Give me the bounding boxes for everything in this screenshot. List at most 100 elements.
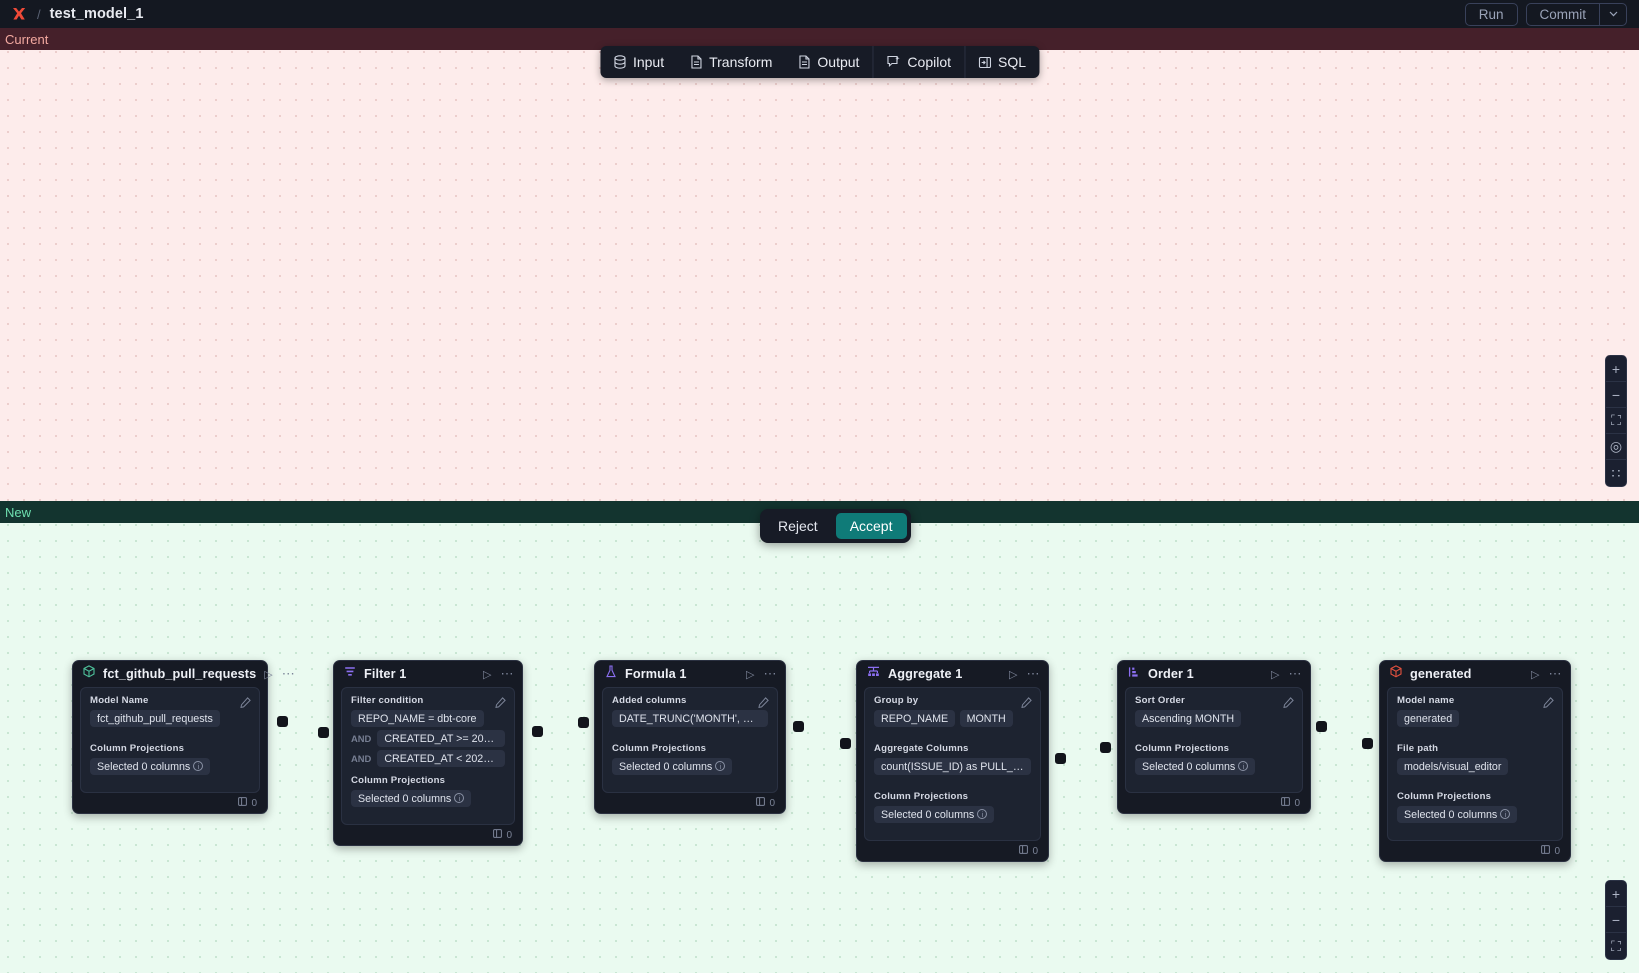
sql-panel-icon [978,56,991,69]
condition-chip[interactable]: CREATED_AT < 2025-03-01 [377,750,505,767]
toolbar-item-output[interactable]: Output [785,46,872,78]
node-header: Aggregate 1 ▷ ⋯ [857,661,1048,687]
connector-dot[interactable] [277,716,288,727]
node-body: Filter condition REPO_NAME = dbt-core AN… [341,687,515,825]
node-card-aggregate[interactable]: Aggregate 1 ▷ ⋯ Group by REPO_NAME MONTH… [856,660,1049,862]
group-by-chip[interactable]: REPO_NAME [874,710,956,727]
node-card-generated[interactable]: generated ▷ ⋯ Model name generated File … [1379,660,1571,862]
commit-button[interactable]: Commit [1525,2,1599,26]
run-node-icon[interactable]: ▷ [1531,668,1540,681]
commit-button-group: Commit [1525,2,1627,26]
edit-pencil-icon[interactable] [1021,695,1032,713]
aggregate-icon [867,665,880,683]
value-chip[interactable]: DATE_TRUNC('MONTH', CREATED_AT… [612,710,768,727]
section-label: File path [1397,743,1439,754]
run-node-icon[interactable]: ▷ [1271,668,1280,681]
connector-dot[interactable] [532,726,543,737]
node-header-actions: ▷ ⋯ [746,666,777,682]
node-footer: 0 [334,825,522,845]
edit-pencil-icon[interactable] [495,695,506,713]
connector-dot[interactable] [793,721,804,732]
edit-pencil-icon[interactable] [1283,695,1294,713]
value-chip[interactable]: fct_github_pull_requests [90,710,220,727]
info-icon[interactable]: i [977,808,988,819]
connector-dot[interactable] [318,727,329,738]
zoom-in-button[interactable]: + [1606,356,1626,382]
node-menu-icon[interactable]: ⋯ [1288,666,1302,681]
chevron-down-icon[interactable] [1599,2,1627,26]
info-icon[interactable]: i [715,760,726,771]
info-icon[interactable]: i [454,792,465,803]
file-path-chip[interactable]: models/visual_editor [1397,758,1509,775]
info-icon[interactable]: i [1238,760,1249,771]
toolbar-item-copilot[interactable]: Copilot [872,46,964,78]
condition-chip[interactable]: CREATED_AT >= 2024-12-01 [377,730,505,747]
aggregate-column-chip[interactable]: count(ISSUE_ID) as PULL_REQUEST_… [874,758,1031,775]
node-menu-icon[interactable]: ⋯ [763,666,777,681]
node-menu-icon[interactable]: ⋯ [1548,666,1562,681]
node-header-actions: ▷ ⋯ [264,666,295,682]
connector-dot[interactable] [1362,738,1373,749]
toolbar-item-transform-label: Transform [709,54,773,70]
document-icon [690,55,702,69]
zoom-in-button[interactable]: + [1606,881,1626,907]
model-name-chip[interactable]: generated [1397,710,1460,727]
database-icon [613,55,626,69]
run-node-icon[interactable]: ▷ [264,668,273,681]
node-body: Sort Order Ascending MONTH Column Projec… [1125,687,1303,793]
edit-pencil-icon[interactable] [1543,695,1554,713]
run-button[interactable]: Run [1464,2,1518,26]
xyz-logo-icon[interactable] [8,3,30,25]
node-menu-icon[interactable]: ⋯ [500,666,514,681]
node-card-formula[interactable]: Formula 1 ▷ ⋯ Added columns DATE_TRUNC('… [594,660,786,814]
edit-pencil-icon[interactable] [240,695,251,713]
toolbar-item-input[interactable]: Input [600,46,677,78]
document-icon [798,55,810,69]
connector-dot[interactable] [1055,753,1066,764]
connector-dot[interactable] [578,717,589,728]
run-node-icon[interactable]: ▷ [1009,668,1018,681]
condition-chip[interactable]: REPO_NAME = dbt-core [351,710,484,727]
run-node-icon[interactable]: ▷ [483,668,492,681]
pane-label-current: Current [0,28,1639,50]
column-projection-label: Selected 0 columns [1142,760,1236,773]
info-icon[interactable]: i [1500,808,1511,819]
node-row-count: 0 [506,829,512,841]
run-node-icon[interactable]: ▷ [746,668,755,681]
sort-order-chip[interactable]: Ascending MONTH [1135,710,1242,727]
node-footer: 0 [595,793,785,813]
node-card-order[interactable]: Order 1 ▷ ⋯ Sort Order Ascending MONTH C… [1117,660,1311,814]
zoom-out-button[interactable]: − [1606,382,1626,408]
node-card-filter[interactable]: Filter 1 ▷ ⋯ Filter condition REPO_NAME … [333,660,523,846]
fit-view-button[interactable]: ⛶ [1611,937,1621,954]
node-card-source[interactable]: fct_github_pull_requests ▷ ⋯ Model Name … [72,660,295,814]
edit-pencil-icon[interactable] [758,695,769,713]
fit-view-button[interactable]: ⛶ [1606,408,1626,434]
connector-dot[interactable] [840,738,851,749]
node-footer: 0 [857,841,1048,861]
canvas-current[interactable] [0,28,1639,501]
node-toolbar: Input Transform Output Copilot SQL [599,46,1040,78]
connector-dot[interactable] [1316,721,1327,732]
node-menu-icon[interactable]: ⋯ [1026,666,1040,681]
recenter-button[interactable]: ◎ [1606,434,1626,460]
info-icon[interactable]: i [193,760,204,771]
node-header-actions: ▷ ⋯ [1271,666,1302,682]
toolbar-item-sql[interactable]: SQL [964,46,1039,78]
flask-icon [605,665,617,683]
node-menu-icon[interactable]: ⋯ [281,666,296,681]
group-by-chip[interactable]: MONTH [959,710,1013,727]
reject-button[interactable]: Reject [764,513,832,539]
connector-dot[interactable] [1100,742,1111,753]
zoom-out-button[interactable]: − [1606,907,1626,933]
grid-toggle-button[interactable]: ∷ [1611,464,1621,481]
toolbar-item-transform[interactable]: Transform [677,46,785,78]
canvas-new[interactable] [0,501,1639,973]
accept-button[interactable]: Accept [835,513,907,539]
